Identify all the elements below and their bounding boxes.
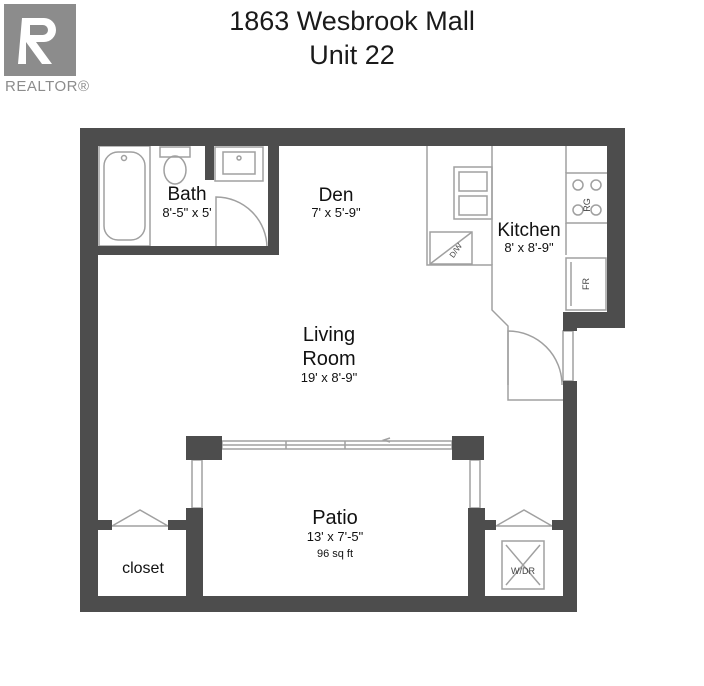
realtor-logo — [4, 4, 76, 76]
fridge-icon — [565, 257, 607, 311]
kitchen-sink-bowl1 — [458, 171, 488, 192]
closet-label: closet — [122, 560, 164, 577]
wall-patio-left — [186, 508, 203, 612]
realtor-logo-text: REALTOR® — [5, 78, 90, 95]
den-dims: 7' x 5'-9" — [311, 205, 361, 220]
wall-right-upper — [607, 128, 625, 328]
den-label: Den — [319, 185, 354, 206]
range-burner3 — [572, 204, 584, 216]
realtor-logo-icon — [4, 4, 76, 76]
bath-door-swing — [215, 196, 268, 249]
wall-patio-right — [468, 508, 485, 612]
wall-patio-corner-right — [452, 436, 484, 460]
washer-dryer-label: W/DR — [511, 566, 535, 576]
kitchen-sink-icon — [453, 166, 493, 220]
patio-window-right — [469, 459, 481, 509]
floorplan-address: 1863 Wesbrook Mall — [229, 6, 475, 36]
sliding-door-arrow — [381, 437, 391, 443]
wall-left — [80, 128, 98, 612]
vanity-sink — [222, 151, 256, 175]
dishwasher-icon — [429, 231, 473, 265]
wall-entry-notch — [563, 312, 625, 328]
living-dims: 19' x 8'-9" — [301, 370, 358, 385]
range-label: RG — [582, 198, 592, 212]
bath-label: Bath — [167, 184, 206, 205]
wall-closet-left-a — [98, 520, 112, 530]
wall-bath-vanity — [205, 146, 214, 180]
range-icon — [565, 172, 609, 224]
walls — [80, 128, 625, 612]
bathtub-drain — [120, 154, 128, 162]
sliding-door-track — [222, 441, 452, 449]
floorplan-unit: Unit 22 — [309, 40, 395, 70]
washer-dryer-mark — [505, 544, 541, 586]
wall-patio-corner-left — [186, 436, 222, 460]
dishwasher-label: D/W — [448, 241, 465, 259]
patio-window-left — [191, 459, 203, 509]
living-label-line2: Room — [302, 348, 355, 370]
wall-bottom — [80, 596, 577, 612]
wall-right-lower — [563, 381, 577, 612]
fridge-label: FR — [581, 278, 591, 290]
entry-window — [562, 330, 574, 382]
kitchen-dims: 8' x 8'-9" — [504, 240, 554, 255]
wall-closet-right-a — [480, 520, 496, 530]
kitchen-label: Kitchen — [497, 220, 560, 241]
toilet-tank — [159, 146, 191, 158]
closet-door-left — [111, 509, 169, 527]
patio-dims: 13' x 7'-5" — [307, 529, 364, 544]
wall-bath-right — [268, 146, 279, 255]
wall-closet-left-b — [168, 520, 190, 530]
closet-door-right — [495, 509, 553, 527]
range-burner4 — [590, 204, 602, 216]
toilet-icon — [163, 155, 187, 185]
wall-closet-right-b — [552, 520, 566, 530]
bath-dims: 8'-5" x 5' — [162, 205, 211, 220]
patio-area: 96 sq ft — [317, 548, 353, 560]
entry-door-swing — [507, 330, 563, 386]
dishwasher-diag — [429, 231, 473, 265]
range-burner1 — [572, 179, 584, 191]
vanity-icon — [214, 146, 264, 182]
vanity-drain — [236, 155, 242, 161]
wall-bath-bottom — [98, 246, 268, 255]
bathtub-basin — [103, 151, 146, 241]
kitchen-counter — [426, 146, 563, 401]
patio-label: Patio — [312, 507, 358, 529]
kitchen-sink-bowl2 — [458, 195, 488, 216]
living-label-line1: Living — [303, 324, 355, 346]
washer-dryer-icon — [501, 540, 545, 590]
wall-top — [80, 128, 625, 146]
wall-entry-post — [563, 312, 577, 331]
range-burner2 — [590, 179, 602, 191]
